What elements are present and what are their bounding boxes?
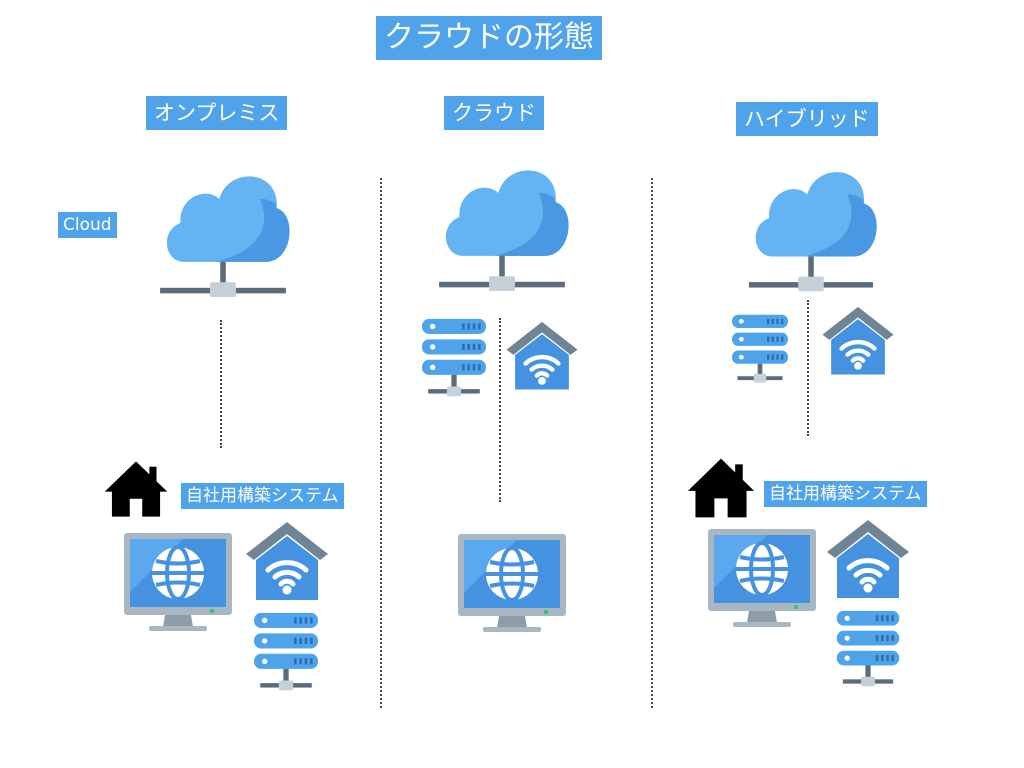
monitor-globe-icon [707,528,817,628]
connection-line [807,300,809,436]
monitor-globe-icon [123,532,233,632]
system-tag: 自社用構築システム [764,481,927,507]
diagram-title: クラウドの形態 [376,16,602,60]
monitor-globe-icon [457,533,567,633]
cloud-network-icon [743,158,879,304]
label-cloud: クラウド [444,96,544,130]
server-rack-icon [249,612,323,692]
wifi-house-icon [818,300,898,378]
label-hybrid: ハイブリッド [736,102,878,136]
connection-line [499,318,501,502]
server-rack-icon [726,314,794,384]
server-rack-icon [420,318,488,398]
label-onpremise: オンプレミス [146,96,288,130]
home-icon [103,458,169,520]
cloud-network-icon [432,156,572,304]
cloud-network-icon [155,162,291,310]
server-rack-icon [830,610,906,688]
wifi-house-icon [242,514,332,604]
column-divider-left [380,178,382,708]
wifi-house-icon [822,512,914,602]
system-tag: 自社用構築システム [181,483,344,509]
column-divider-right [651,178,653,708]
cloud-tag: Cloud [58,212,117,238]
home-icon [686,456,756,520]
connection-line [220,320,222,448]
wifi-house-icon [503,314,581,394]
